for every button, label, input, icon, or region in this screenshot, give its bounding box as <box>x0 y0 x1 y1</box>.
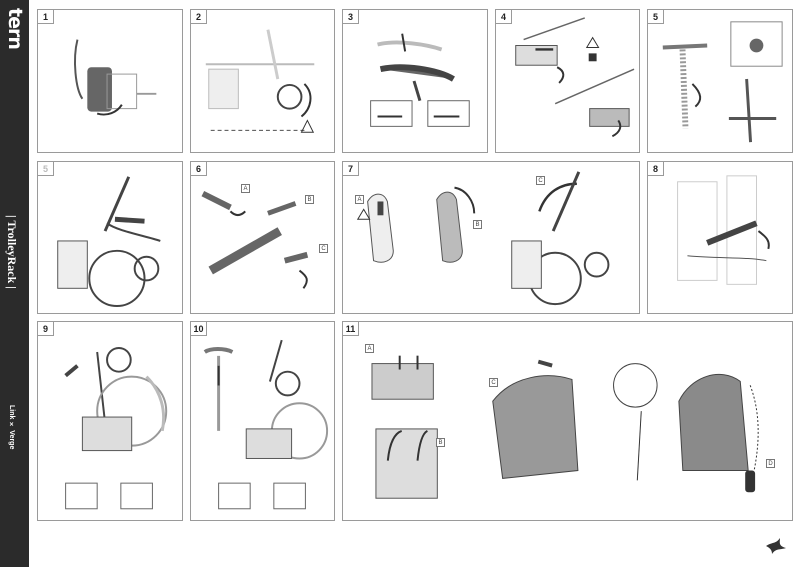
step-4-illustration <box>515 17 635 138</box>
warning-icon <box>585 36 600 48</box>
step-number: 5 <box>648 10 664 24</box>
step-panel-7: A B C 7 <box>342 161 640 314</box>
brand-sidebar: tern | TrolleyRack | Link × Verge <box>0 0 29 567</box>
step-7-illustration <box>356 171 610 306</box>
step-number: 7 <box>343 162 359 176</box>
product-title: | TrolleyRack | <box>5 215 19 289</box>
step-panel-9: 9 <box>37 321 183 521</box>
brand-logo: tern <box>4 8 26 49</box>
step-8-illustration <box>677 175 770 285</box>
warning-icon <box>356 208 371 220</box>
step-panel-1: 1 <box>37 9 183 153</box>
compatible-models: Link × Verge <box>8 405 15 450</box>
step-panel-10: 10 <box>190 321 335 521</box>
step-panel-8: 8 <box>647 161 793 314</box>
step-panel-11: A B C D 11 <box>342 321 793 521</box>
substep-label: C <box>489 378 498 387</box>
substep-label: B <box>305 195 314 204</box>
substep-label: A <box>355 195 364 204</box>
step-1-illustration <box>74 39 157 116</box>
step-number: 6 <box>191 162 207 176</box>
substep-label: D <box>766 459 775 468</box>
step-5b-illustration <box>57 176 161 308</box>
step-10-illustration <box>203 339 329 510</box>
substep-label: C <box>319 244 328 253</box>
step-number: 8 <box>648 162 664 176</box>
step-number: 1 <box>38 10 54 24</box>
step-11-illustration <box>371 355 759 499</box>
step-2-illustration <box>205 29 315 133</box>
step-panel-4: 4 <box>495 9 640 153</box>
step-panel-2: 2 <box>190 9 335 153</box>
step-number: 9 <box>38 322 54 336</box>
tern-bird-logo <box>766 538 786 554</box>
step-5-illustration <box>662 21 783 143</box>
step-3-illustration <box>370 33 470 127</box>
step-number: 2 <box>191 10 207 24</box>
step-panel-6: A B C 6 <box>190 161 335 314</box>
step-number: 11 <box>343 322 359 336</box>
step-number: 4 <box>496 10 512 24</box>
step-panel-3: 3 <box>342 9 488 153</box>
step-panel-5: 5 <box>647 9 793 153</box>
step-number: 10 <box>191 322 207 336</box>
substep-label: B <box>436 438 445 447</box>
step-6-illustration <box>201 190 309 289</box>
step-number: 5 <box>38 162 54 176</box>
step-number: 3 <box>343 10 359 24</box>
lock-icon <box>588 53 597 62</box>
substep-label: B <box>473 220 482 229</box>
step-9-illustration <box>64 347 168 510</box>
step-panel-5b: 5 <box>37 161 183 314</box>
substep-label: A <box>241 184 250 193</box>
substep-label: C <box>536 176 545 185</box>
substep-label: A <box>365 344 374 353</box>
